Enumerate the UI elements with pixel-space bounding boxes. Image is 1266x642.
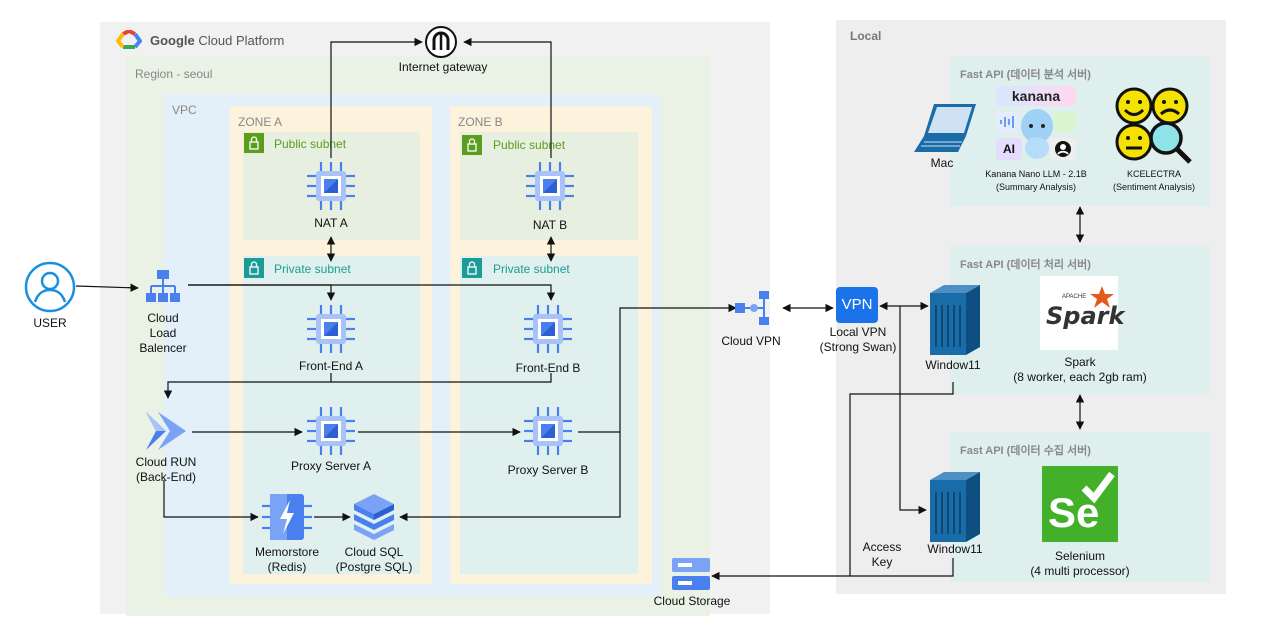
selenium-label: Selenium (4 multi processor) <box>1010 549 1150 579</box>
mascot-icon <box>1018 104 1056 160</box>
kanana-label-1: Kanana Nano LLM - 2.1B <box>985 169 1087 179</box>
public-subnet-b-title: Public subnet <box>493 138 566 152</box>
analysis-server-title: Fast API (데이터 분석 서버) <box>960 69 1091 81</box>
load-balancer-label: Cloud Load Balencer <box>123 311 203 356</box>
proxy-b-chip-icon <box>522 405 574 457</box>
region-title: Region - seoul <box>135 67 213 81</box>
spark-label: Spark (8 worker, each 2gb ram) <box>1000 355 1160 385</box>
frontend-a-chip-icon <box>305 303 357 355</box>
proxy-b-label: Proxy Server B <box>507 463 589 477</box>
cloud-storage-label: Cloud Storage <box>653 594 731 608</box>
lock-icon <box>244 133 264 153</box>
selenium-label-2: (4 multi processor) <box>1030 564 1130 578</box>
kanana-wordmark: kanana <box>996 86 1076 106</box>
vpc-title: VPC <box>172 103 197 117</box>
kanana-ai-badge: AI <box>996 138 1022 160</box>
nat-b-chip-icon <box>524 160 576 212</box>
lock-icon <box>244 258 264 278</box>
kcelectra-label: KCELECTRA (Sentiment Analysis) <box>1100 168 1208 194</box>
memorstore-label-2: (Redis) <box>267 560 307 574</box>
nat-a-chip-icon <box>305 160 357 212</box>
kanana-label-2: (Summary Analysis) <box>995 182 1076 193</box>
frontend-b-label: Front-End B <box>515 361 581 375</box>
cloud-run-label-2: (Back-End) <box>135 470 197 484</box>
spark-logo: APACHE Spark <box>1040 276 1124 350</box>
cloud-sql-label-1: Cloud SQL <box>344 545 404 559</box>
kcelectra-label-2: (Sentiment Analysis) <box>1112 182 1196 193</box>
nat-a-label: NAT A <box>314 216 348 230</box>
proxy-a-label: Proxy Server A <box>290 459 372 473</box>
gcp-title: Google Cloud Platform <box>150 33 284 48</box>
cloud-sql-label: Cloud SQL (Postgre SQL) <box>329 545 419 575</box>
cloud-vpn-label: Cloud VPN <box>721 334 781 348</box>
load-balancer-label-1: Cloud <box>147 311 179 325</box>
local-vpn-label-2: (Strong Swan) <box>819 340 897 354</box>
cloud-sql-icon <box>352 492 396 540</box>
load-balancer-icon <box>146 269 180 305</box>
mac-label: Mac <box>930 156 954 170</box>
cloud-sql-label-2: (Postgre SQL) <box>335 560 413 574</box>
spark-wordmark: Spark <box>1046 302 1125 330</box>
server-tower-icon <box>930 285 980 355</box>
local-vpn-label-1: Local VPN <box>829 325 887 339</box>
collection-server-title: Fast API (데이터 수집 서버) <box>960 445 1091 457</box>
public-subnet-a-title: Public subnet <box>274 137 347 151</box>
gcp-logo-icon <box>116 29 142 50</box>
checkmark-icon <box>1081 471 1115 504</box>
spark-label-1: Spark <box>1064 355 1096 369</box>
local-vpn-label: Local VPN (Strong Swan) <box>810 325 906 355</box>
waveform-icon <box>996 112 1018 132</box>
lock-icon <box>462 258 482 278</box>
spark-apache-text: APACHE <box>1062 294 1087 300</box>
processing-server-title: Fast API (데이터 처리 서버) <box>960 259 1091 271</box>
window-top-label: Window11 <box>925 358 981 372</box>
access-key-label-2: Key <box>871 555 893 569</box>
user-label: USER <box>33 316 67 330</box>
profile-icon <box>1050 138 1076 160</box>
kcelectra-label-1: KCELECTRA <box>1126 169 1181 179</box>
frontend-b-chip-icon <box>522 303 574 355</box>
kanana-label: Kanana Nano LLM - 2.1B (Summary Analysis… <box>974 168 1098 194</box>
nat-b-label: NAT B <box>532 218 568 232</box>
private-subnet-b-title: Private subnet <box>493 262 570 276</box>
gcp-title-google: Google <box>150 33 195 48</box>
access-key-label-1: Access <box>862 540 902 554</box>
spark-label-2: (8 worker, each 2gb ram) <box>1013 370 1147 384</box>
laptop-icon <box>912 102 978 156</box>
internet-gateway-label: Internet gateway <box>398 60 488 74</box>
load-balancer-label-3: Balencer <box>139 341 187 355</box>
window-bottom-label: Window11 <box>927 542 983 556</box>
vpn-badge: VPN <box>836 287 878 323</box>
cloud-storage-icon <box>670 556 712 592</box>
load-balancer-label-2: Load <box>149 326 177 340</box>
emotion-faces-icon <box>1114 86 1194 166</box>
access-key-label: Access Key <box>852 540 912 570</box>
cloud-run-label-1: Cloud RUN <box>135 455 197 469</box>
zone-b-title: ZONE B <box>458 115 503 129</box>
lock-icon <box>462 135 482 155</box>
local-title: Local <box>850 29 882 43</box>
frontend-a-label: Front-End A <box>298 359 364 373</box>
selenium-logo: Se <box>1042 466 1118 542</box>
card-icon <box>1054 112 1076 132</box>
memorstore-label-1: Memorstore <box>254 545 319 559</box>
internet-gateway-icon <box>424 25 458 59</box>
server-tower-icon <box>930 472 980 542</box>
private-subnet-a-title: Private subnet <box>274 262 351 276</box>
zone-a-title: ZONE A <box>238 115 283 129</box>
user-icon <box>24 261 76 313</box>
memorstore-icon <box>260 492 314 542</box>
cloud-vpn-icon <box>734 290 770 326</box>
cloud-run-icon <box>144 410 188 452</box>
kanana-logo: kanana AI <box>996 86 1076 164</box>
proxy-a-chip-icon <box>305 405 357 457</box>
memorstore-label: Memorstore (Redis) <box>244 545 330 575</box>
spark-star-icon <box>1090 286 1114 308</box>
gcp-title-rest: Cloud Platform <box>198 33 285 48</box>
cloud-run-label: Cloud RUN (Back-End) <box>120 455 212 485</box>
selenium-label-1: Selenium <box>1054 549 1106 563</box>
